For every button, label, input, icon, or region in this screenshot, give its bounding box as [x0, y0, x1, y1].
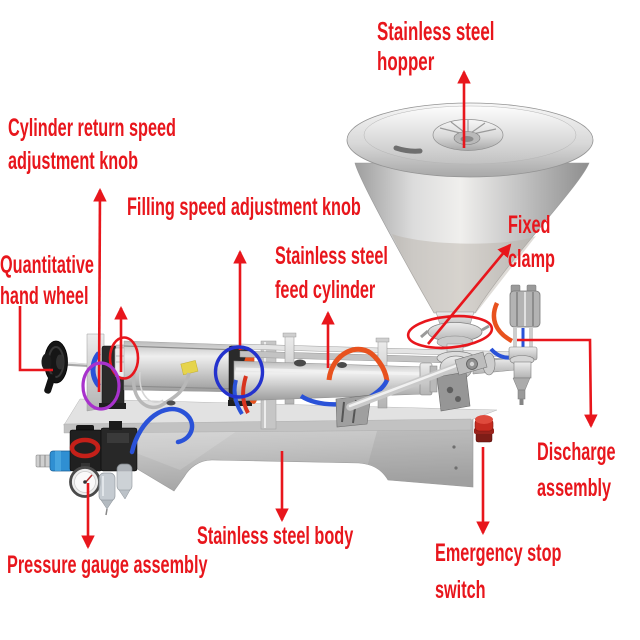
regulator-red-ring: [69, 437, 101, 459]
valve-bracket: [436, 371, 471, 412]
label-emergency-stop-switch: Emergency stop switch: [435, 539, 562, 604]
quantitative-hand-wheel: [41, 340, 102, 394]
pressure-gauge-assembly: [35, 421, 138, 516]
circle-filling-knob: [213, 345, 265, 399]
yellow-sticker: [180, 360, 199, 376]
label-quantitative-hand-wheel: Quantitative hand wheel: [0, 251, 94, 310]
discharge-nozzle: [512, 377, 531, 391]
arrow-fixed-clamp: [426, 243, 512, 345]
label-stainless-steel-body: Stainless steel body: [197, 522, 354, 550]
label-cylinder-return-speed-knob: Cylinder return speed adjustment knob: [8, 114, 176, 175]
label-stainless-steel-hopper: Stainless steel hopper: [377, 16, 495, 76]
label-filling-speed-knob: Filling speed adjustment knob: [127, 193, 361, 221]
discharge-assembly: [489, 284, 541, 405]
wheel-handle: [44, 374, 56, 394]
emergency-stop-button: [474, 415, 494, 443]
machine-body: [62, 418, 474, 492]
arrow-cylinder-return: [93, 187, 107, 393]
blue-handle: [90, 351, 102, 388]
annotation-arrows: [18, 69, 598, 550]
arrow-discharge: [517, 338, 598, 429]
grey-cable-loop: [131, 371, 191, 410]
blue-tube-center: [232, 379, 244, 416]
air-inlet-nipple: [35, 454, 52, 468]
circle-return-knob: [108, 336, 140, 380]
circle-purple: [81, 361, 121, 411]
filter-bowl-2: [116, 463, 133, 492]
orange-tube-arc: [326, 346, 390, 382]
rotary-valve: [335, 351, 516, 428]
line-hand-wheel: [18, 306, 53, 372]
base-plate: [63, 398, 498, 434]
discharge-pipe: [513, 361, 532, 379]
orange-tube-discharge: [491, 302, 514, 343]
blue-tube-loop: [129, 406, 195, 455]
lid-slot: [393, 145, 423, 154]
circle-fixed-clamp: [406, 314, 494, 350]
hopper-cone: [354, 162, 590, 314]
hopper: [346, 102, 594, 314]
blue-air-fitting: [49, 450, 74, 472]
label-feed-cylinder: Stainless steel feed cylinder: [275, 242, 388, 304]
label-pressure-gauge-assembly: Pressure gauge assembly: [7, 551, 208, 579]
filter-bowl: [98, 472, 116, 502]
label-fixed-clamp: Fixed clamp: [508, 211, 555, 273]
label-discharge-assembly: Discharge assembly: [537, 438, 616, 502]
